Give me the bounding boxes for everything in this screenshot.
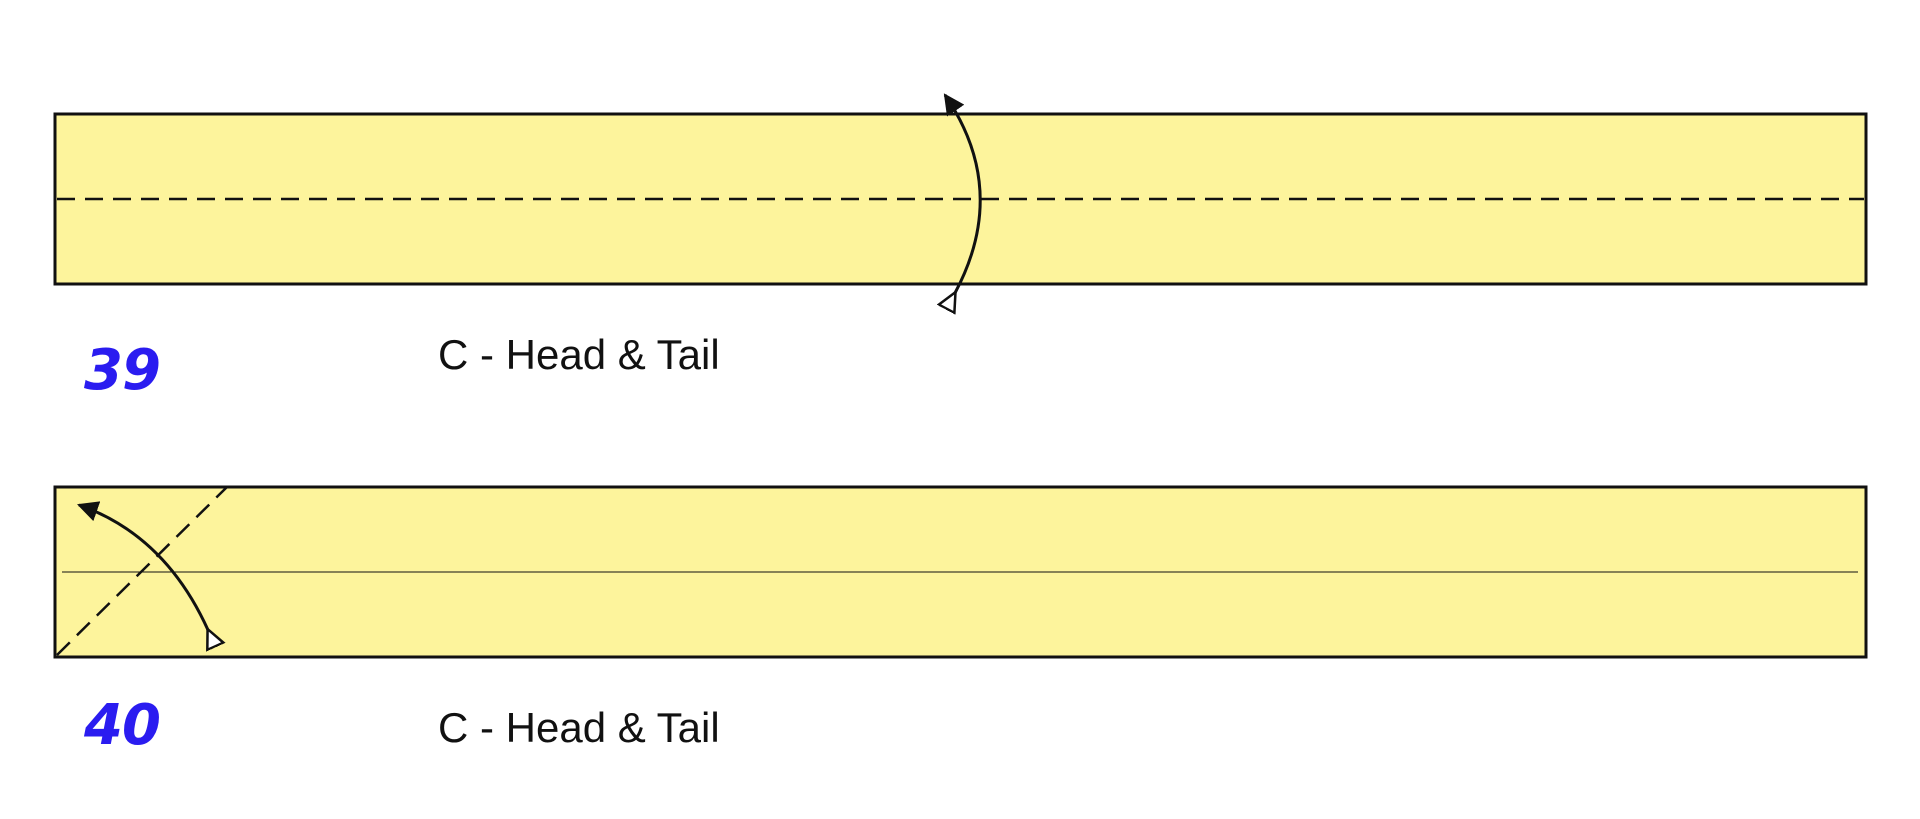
fold-arrow — [945, 95, 982, 293]
step-label: C - Head & Tail — [438, 704, 720, 751]
step-label: C - Head & Tail — [438, 331, 720, 378]
fold-and-unfold-arrow — [79, 505, 208, 630]
step-40-diagram — [53, 485, 1868, 659]
step-number: 39 — [84, 338, 161, 403]
step-number: 40 — [84, 693, 161, 758]
step-39-diagram — [53, 95, 1868, 293]
